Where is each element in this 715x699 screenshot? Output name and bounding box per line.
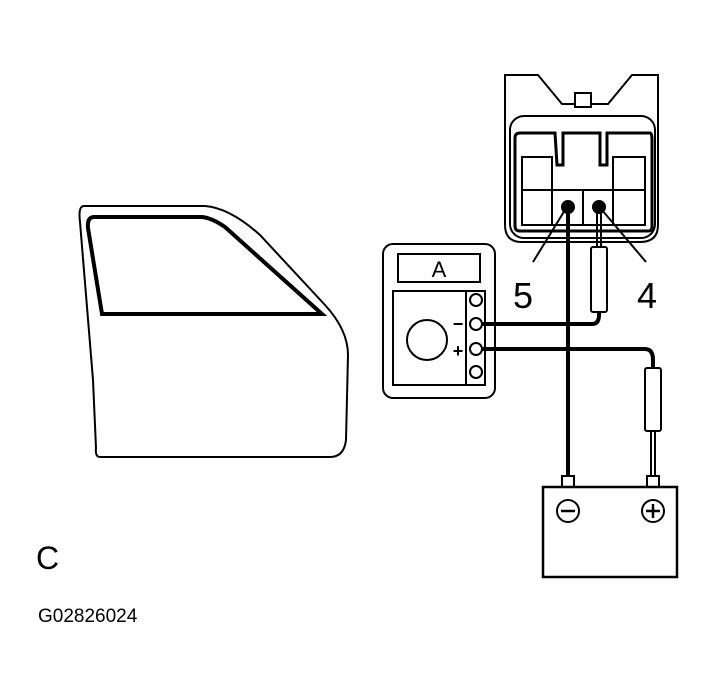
ammeter	[382, 243, 496, 399]
meter-display-label: A	[432, 257, 447, 282]
probe-body-positive	[644, 367, 662, 432]
meter-jack-4	[469, 365, 483, 379]
door-window	[85, 215, 328, 316]
connector-lock-tab	[574, 92, 592, 108]
probe-lead-terminal4	[596, 207, 602, 248]
leader-line-5	[532, 209, 566, 263]
meter-body	[382, 243, 496, 399]
plus-circle-icon	[641, 499, 665, 523]
meter-jack-negative	[469, 317, 483, 331]
pin-label-4: 4	[637, 275, 657, 316]
door-outline	[78, 205, 350, 458]
pin-labels	[532, 209, 647, 263]
wires	[483, 207, 662, 480]
connector-face	[509, 115, 656, 239]
probe-body-negative	[590, 246, 608, 313]
minus-circle-icon	[556, 499, 580, 523]
meter-minus-sign: −	[453, 314, 464, 334]
figure-id: G02826024	[38, 606, 138, 627]
battery-negative-post	[561, 475, 575, 488]
connector-inner-frame	[513, 131, 654, 233]
meter-jack-1	[469, 293, 483, 307]
battery	[541, 475, 679, 579]
wire-meter-positive	[483, 347, 655, 370]
battery-positive-post	[646, 475, 660, 488]
connector-cavity-grid	[521, 156, 646, 226]
connector-housing	[504, 74, 659, 243]
pin-label-5: 5	[513, 275, 533, 316]
connector	[504, 74, 659, 243]
meter-dial	[406, 319, 448, 361]
battery-body	[541, 485, 679, 579]
meter-plus-sign: +	[453, 341, 464, 361]
probe-lead-battery-positive	[650, 431, 656, 480]
car-door	[78, 205, 350, 458]
leader-line-4	[601, 209, 647, 263]
meter-panel	[392, 290, 486, 386]
meter-jack-positive	[469, 342, 483, 356]
meter-display	[397, 253, 481, 283]
wire-meter-negative	[483, 312, 601, 326]
step-label: C	[36, 540, 59, 576]
